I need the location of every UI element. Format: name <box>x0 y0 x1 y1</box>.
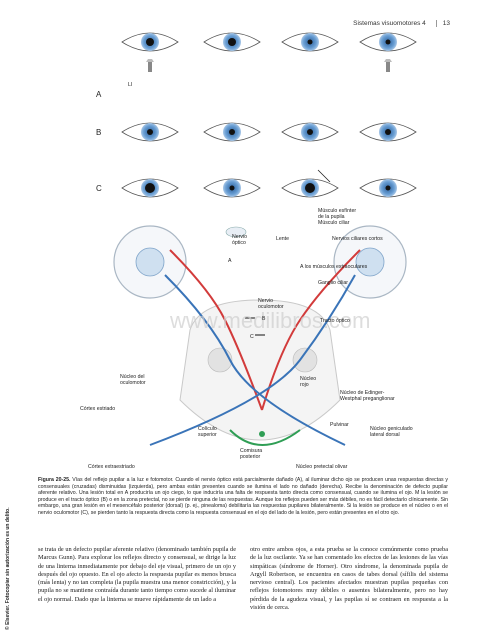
eye-icon <box>203 122 261 142</box>
eye-row-top <box>121 32 417 72</box>
row-label-c: C <box>96 184 102 193</box>
pupillary-reflex-figure: A B C LI <box>80 32 417 470</box>
label-pulvinar: Pulvinar <box>330 422 349 428</box>
caption-lead: Figura 20-25. <box>38 477 71 483</box>
lesion-label-b: B <box>262 316 266 322</box>
afferent-pathway <box>164 274 346 446</box>
eye-icon <box>359 32 417 52</box>
page-number: 13 <box>435 20 450 27</box>
midbrain-outline <box>179 299 341 441</box>
eye-row-b <box>121 122 417 142</box>
eye-icon <box>359 122 417 142</box>
flashlight-icon <box>384 59 392 72</box>
label-optic-tract: Tracto óptico <box>320 318 350 324</box>
label-ciliary: Músculo ciliar <box>318 220 350 226</box>
chapter-title: Sistemas visuomotores 4 <box>353 20 426 27</box>
pretectal-loop <box>229 429 301 446</box>
label-extrastriate: Córtex extraestriado <box>88 464 135 470</box>
eye-icon <box>281 178 339 198</box>
lens-shape <box>225 226 247 238</box>
label-extraocular: A los músculos extraoculares <box>300 264 368 270</box>
efferent-pathway <box>169 249 263 411</box>
light-ray <box>317 169 331 183</box>
lesion-label-a: A <box>228 258 232 264</box>
eye-icon <box>203 178 261 198</box>
eye-icon <box>121 32 179 52</box>
row-label-a: A <box>96 90 102 99</box>
eye-icon <box>359 178 417 198</box>
pathway-diagram <box>113 225 407 446</box>
eye-icon <box>203 32 261 52</box>
figure-caption: Figura 20-25. Vías del reflejo pupilar a… <box>38 477 448 517</box>
watermark: www.medilibros.com <box>169 308 371 333</box>
copyright-notice: © Elsevier. Fotocopiar sin autorización … <box>5 507 11 630</box>
running-header: Sistemas visuomotores 4 13 <box>353 20 450 27</box>
body-text: se trata de un defecto pupilar aferente … <box>38 546 448 612</box>
eye-icon <box>281 32 339 52</box>
label-pretectal: Núcleo pretectal olivar <box>296 464 348 470</box>
body-column-left: se trata de un defecto pupilar aferente … <box>38 546 236 603</box>
light-label: LI <box>128 82 132 88</box>
row-label-b: B <box>96 128 101 137</box>
label-edinger: Núcleo de Edinger-Westphal preganglionar <box>340 390 395 402</box>
label-lens: Lente <box>276 236 289 242</box>
eye-icon <box>121 122 179 142</box>
label-striate: Córtex estriado <box>80 406 115 412</box>
label-short-ciliary: Nervios ciliares cortos <box>332 236 383 242</box>
eye-icon <box>121 178 179 198</box>
eye-icon <box>281 122 339 142</box>
lesion-label-c: C <box>250 334 254 340</box>
body-column-right: otro entre ambos ojos, a esta prueba se … <box>250 546 448 612</box>
red-nucleus-shape <box>292 347 318 373</box>
eye-row-c <box>121 169 417 198</box>
caption-text: Vías del reflejo pupilar a la luz e foto… <box>38 477 448 516</box>
flashlight-icon <box>146 59 154 72</box>
label-ciliary-ganglion: Ganglio ciliar <box>318 280 348 286</box>
